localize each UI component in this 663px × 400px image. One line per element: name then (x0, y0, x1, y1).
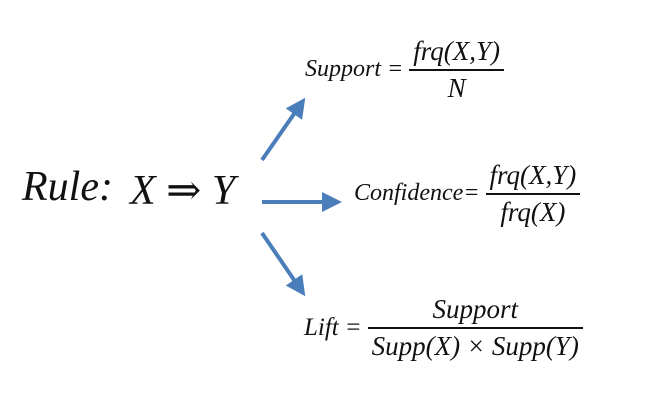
arrow-to-support (260, 97, 306, 162)
support-fraction-bar (409, 69, 504, 71)
lift-fraction: Support Supp(X) × Supp(Y) (367, 294, 583, 362)
lift-formula: Lift = Support Supp(X) × Supp(Y) (304, 294, 583, 362)
support-numerator: frq(X,Y) (413, 36, 500, 66)
support-label: Support (305, 56, 382, 83)
support-formula: Support = frq(X,Y) N (305, 36, 504, 104)
lift-numerator: Support (432, 294, 518, 324)
lift-denominator: Supp(X) × Supp(Y) (371, 330, 579, 361)
rule-label: Rule: (22, 164, 113, 210)
lift-equals: = (344, 313, 362, 341)
arrow-to-lift (260, 231, 306, 297)
confidence-fraction-bar (485, 193, 581, 195)
rule-expression: X ⇒ Y (130, 168, 236, 214)
support-equals: = (387, 56, 404, 83)
support-denominator: N (447, 72, 466, 103)
confidence-formula: Confidence = frq(X,Y) frq(X) (354, 160, 581, 228)
confidence-denominator: frq(X) (500, 196, 566, 227)
lift-fraction-bar (367, 327, 583, 329)
confidence-label: Confidence (354, 180, 464, 207)
confidence-numerator: frq(X,Y) (489, 160, 577, 190)
confidence-equals: = (463, 180, 480, 207)
support-fraction: frq(X,Y) N (409, 36, 504, 104)
lift-label: Lift (304, 313, 339, 341)
confidence-fraction: frq(X,Y) frq(X) (485, 160, 581, 228)
